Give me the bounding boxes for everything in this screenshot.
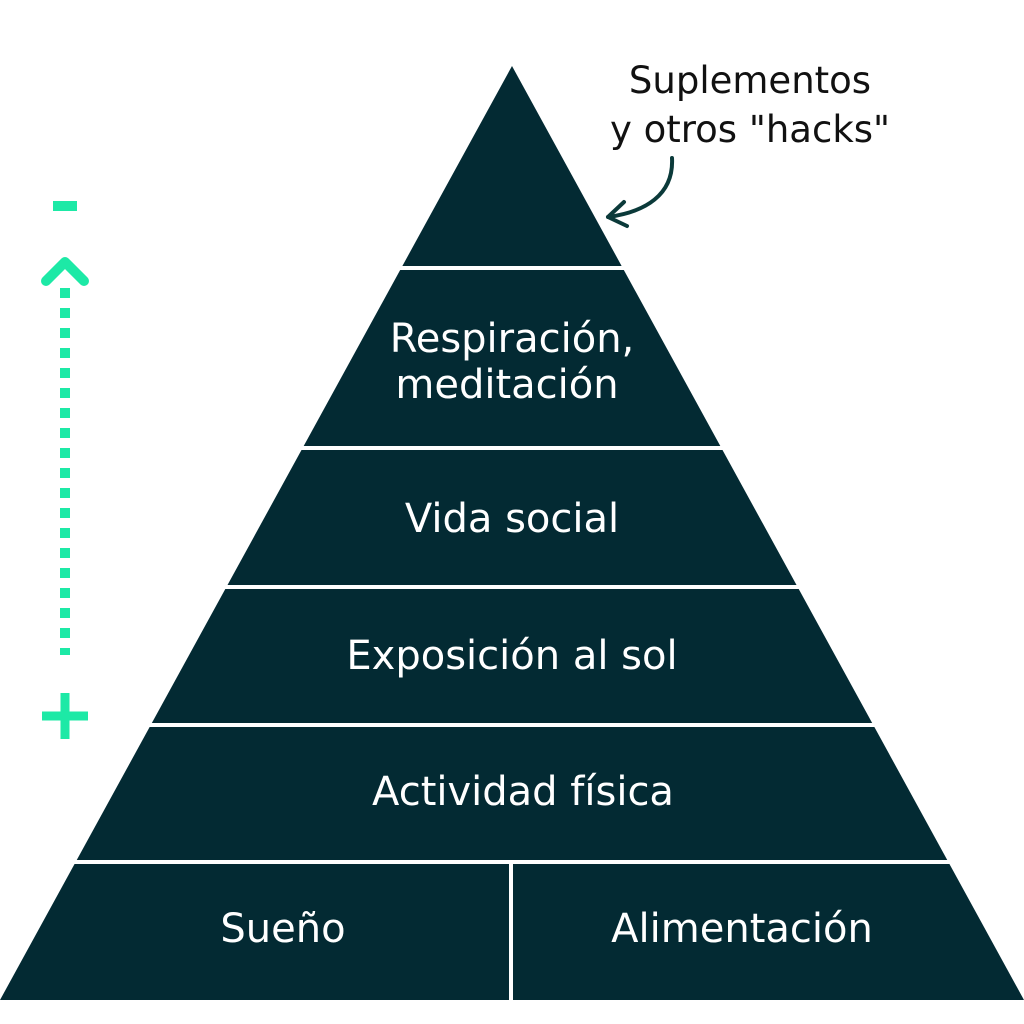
priority-scale — [41, 201, 89, 739]
level-sueno: Sueño — [220, 906, 345, 952]
level-dividers — [40, 266, 984, 1002]
arrow-up-icon — [41, 257, 89, 286]
level-actividad-fisica: Actividad física — [372, 769, 674, 815]
annotation-line2: y otros "hacks" — [610, 108, 890, 151]
minus-icon — [53, 201, 77, 211]
annotation-line1: Suplementos — [629, 59, 871, 102]
pyramid-shape — [0, 66, 1024, 1000]
level-respiracion-line2: meditación — [395, 362, 618, 408]
plus-icon — [42, 693, 88, 739]
level-alimentacion: Alimentación — [611, 906, 873, 952]
curved-arrow-icon — [606, 156, 675, 228]
level-respiracion-line1: Respiración, — [390, 316, 635, 362]
level-exposicion-sol: Exposición al sol — [346, 633, 677, 679]
level-vida-social: Vida social — [405, 496, 619, 542]
